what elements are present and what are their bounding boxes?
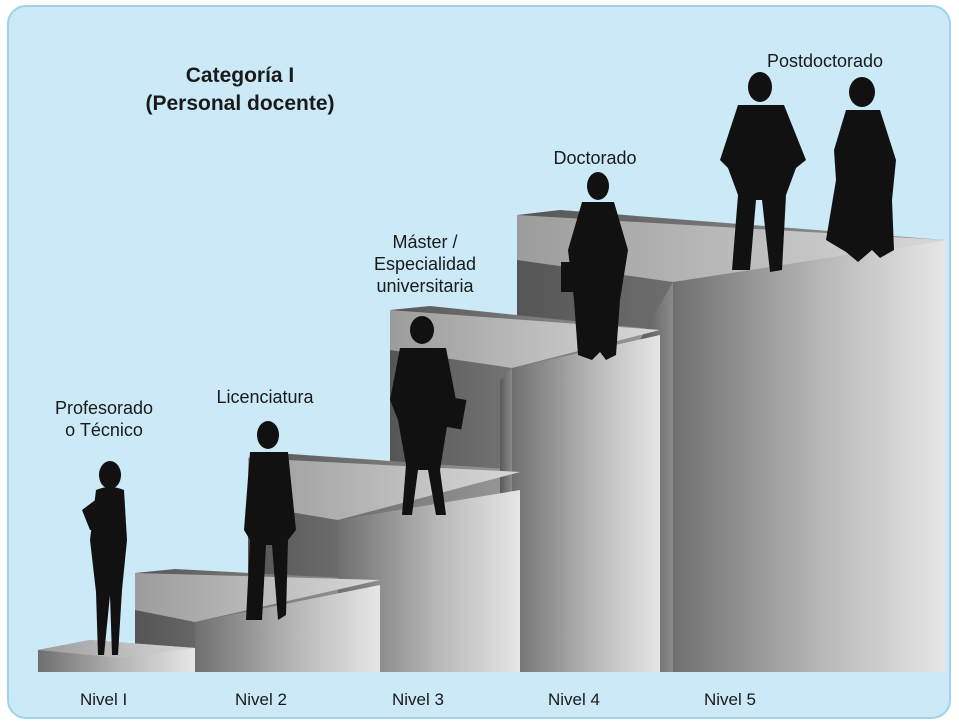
- person-silhouette-doctor-level-4: [561, 172, 628, 360]
- degree-line: Postdoctorado: [766, 51, 884, 71]
- degree-line: o Técnico: [65, 420, 143, 440]
- degree-line: Máster /: [392, 232, 458, 252]
- person-silhouette-man-level-5: [720, 72, 806, 272]
- degree-label-level-1: Profesorado o Técnico: [40, 397, 168, 441]
- person-silhouette-man-level-2: [244, 421, 296, 620]
- step-3-front: [338, 490, 520, 672]
- title-line-1: Categoría I: [185, 64, 295, 87]
- diagram-title: Categoría I (Personal docente): [110, 62, 370, 118]
- person-silhouette-woman-level-1: [82, 461, 127, 655]
- degree-label-level-4: Doctorado: [530, 147, 660, 169]
- title-line-2: (Personal docente): [145, 92, 335, 115]
- level-label-2: Nivel 2: [235, 690, 287, 709]
- degree-line: Especialidad: [373, 254, 477, 274]
- step-3-top: [248, 458, 520, 520]
- step-4-top: [390, 310, 660, 368]
- step-2-front: [195, 585, 380, 672]
- person-silhouette-woman-level-5: [826, 77, 896, 262]
- degree-label-level-5: Postdoctorado: [750, 50, 900, 72]
- level-label-5: Nivel 5: [704, 690, 756, 709]
- level-label-1: Nivel I: [80, 690, 128, 709]
- degree-line: Profesorado: [54, 398, 154, 418]
- step-4-front: [512, 335, 660, 672]
- degree-label-level-3: Máster / Especialidad universitaria: [360, 231, 490, 297]
- level-label-3: Nivel 3: [392, 690, 444, 709]
- person-silhouette-student-level-3: [390, 316, 467, 515]
- degree-line: Doctorado: [553, 148, 637, 168]
- degree-line: universitaria: [376, 276, 474, 296]
- degree-label-level-2: Licenciatura: [205, 386, 325, 408]
- step-5-front: [673, 240, 945, 672]
- degree-line: Licenciatura: [216, 387, 314, 407]
- level-label-4: Nivel 4: [548, 690, 600, 709]
